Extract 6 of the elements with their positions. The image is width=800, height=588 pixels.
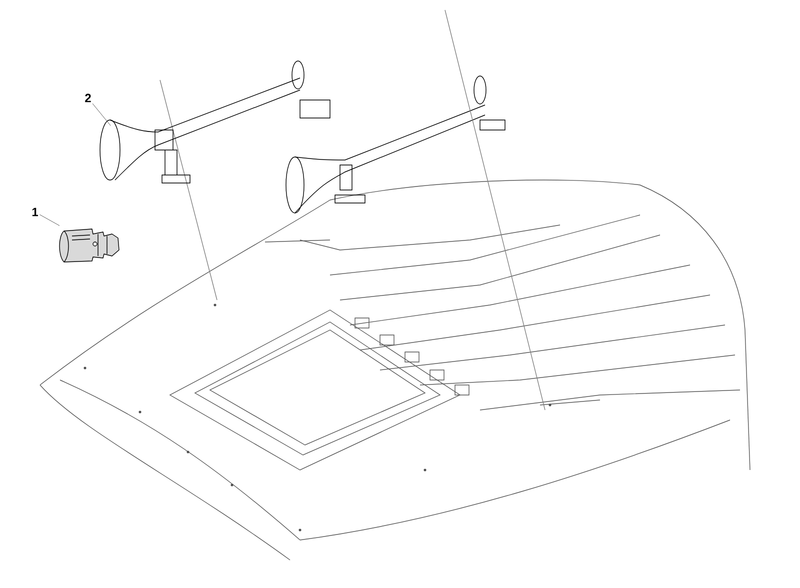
leader-line: [39, 214, 60, 226]
leader-line: [92, 103, 111, 126]
callout-number: 2: [85, 94, 91, 102]
horn-drawing: [100, 60, 330, 184]
valve-drawing: [59, 228, 120, 262]
callout-number: 1: [32, 208, 38, 216]
